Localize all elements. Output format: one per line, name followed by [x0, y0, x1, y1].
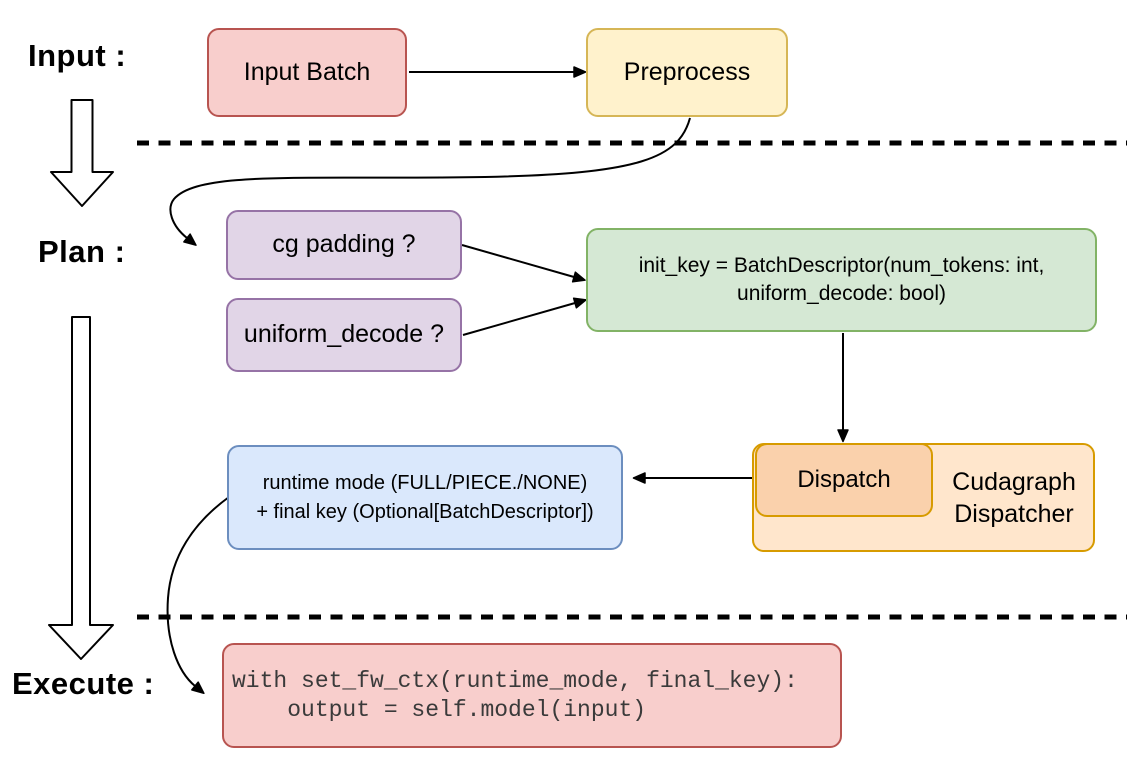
plan-section-label: Plan :: [38, 234, 126, 269]
cudagraph-dispatcher-line2: Dispatcher: [954, 499, 1074, 528]
connector-runtime-mode-to-execute-code: [166, 496, 230, 695]
code-line-2: output = self.model(input): [232, 696, 647, 723]
init-key-line1: init_key = BatchDescriptor(num_tokens: i…: [638, 254, 1045, 277]
input-batch-label: Input Batch: [243, 57, 371, 86]
arrow-cg-padding-to-init-key: [461, 244, 586, 283]
cg-padding-label: cg padding ?: [272, 230, 416, 259]
init-key-node: init_key = BatchDescriptor(num_tokens: i…: [586, 228, 1097, 332]
dispatch-label: Dispatch: [797, 466, 891, 493]
arrow-uniform-decode-to-init-key: [462, 297, 587, 336]
cg-padding-node: cg padding ?: [226, 210, 462, 280]
dispatch-node: Dispatch: [755, 443, 933, 517]
init-key-line2: uniform_decode: bool): [737, 282, 946, 305]
cudagraph-dispatcher-label: Cudagraph Dispatcher: [933, 443, 1095, 552]
uniform-decode-node: uniform_decode ?: [226, 298, 462, 372]
code-line-1: with set_fw_ctx(runtime_mode, final_key)…: [232, 667, 798, 694]
execute-section-label: Execute :: [12, 666, 155, 701]
execute-code-node: with set_fw_ctx(runtime_mode, final_key)…: [222, 643, 842, 748]
plan-flow-arrow-icon: [48, 316, 114, 660]
input-batch-node: Input Batch: [207, 28, 407, 117]
connector-preprocess-to-cg-padding: [169, 117, 691, 246]
input-section-label: Input :: [28, 38, 127, 73]
runtime-mode-line1: runtime mode (FULL/PIECE./NONE): [262, 471, 588, 494]
uniform-decode-label: uniform_decode ?: [243, 320, 445, 349]
runtime-mode-node: runtime mode (FULL/PIECE./NONE) + final …: [227, 445, 623, 550]
cudagraph-dispatcher-line1: Cudagraph: [952, 467, 1076, 496]
input-flow-arrow-icon: [50, 99, 114, 207]
preprocess-label: Preprocess: [623, 57, 751, 86]
runtime-mode-line2: + final key (Optional[BatchDescriptor]): [256, 500, 594, 523]
preprocess-node: Preprocess: [586, 28, 788, 117]
